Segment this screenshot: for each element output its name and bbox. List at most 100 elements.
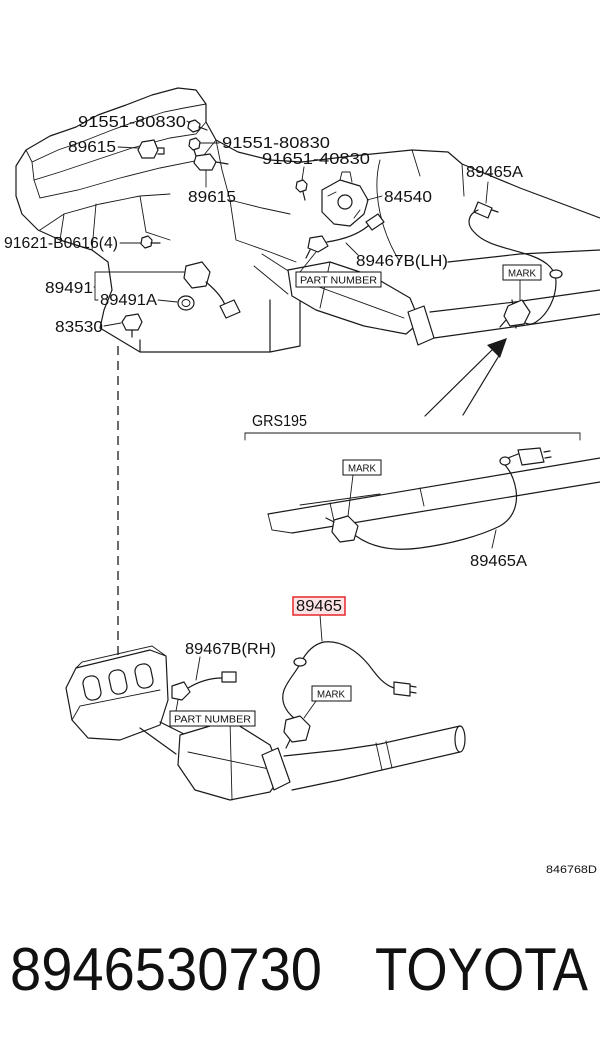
oil-pan-outline [99, 299, 301, 353]
bolt-head-icon [187, 119, 201, 133]
tag-label: PART NUMBER [300, 276, 377, 287]
part-number-tag-top: PART NUMBER [295, 271, 382, 288]
manifold-port [134, 663, 154, 689]
mark-tag-top: MARK [502, 264, 542, 281]
ring-inner [181, 299, 191, 307]
callout-89615-lower[interactable]: 89615 [188, 189, 236, 206]
tunnel-top-edge [267, 457, 600, 515]
callout-84540[interactable]: 84540 [384, 189, 432, 206]
arrow-shaft [424, 346, 501, 417]
wire-grommet [549, 269, 563, 279]
callout-89465a-top[interactable]: 89465A [466, 164, 523, 181]
bolt-91551-80830-right [188, 137, 201, 157]
front-pipe-lh [253, 253, 291, 295]
leader-89465a-top [485, 181, 489, 204]
connector-pin [543, 450, 552, 459]
sensor-body [307, 235, 329, 253]
bolt-head-icon [140, 235, 153, 249]
sensor-connector [517, 447, 545, 466]
catalytic-converter-rh-seam [187, 719, 275, 801]
sensor-connector [221, 671, 237, 683]
sensor-tip [285, 739, 291, 749]
transmission-bottom-edge [447, 249, 600, 263]
ring-outer [177, 295, 195, 311]
callout-89467b-rh[interactable]: 89467B(RH) [185, 641, 276, 658]
oxygen-sensor-89467b-lh [305, 213, 385, 259]
sensor-body [137, 139, 159, 159]
sensor-body [183, 261, 211, 289]
sensor-connector [473, 201, 493, 219]
pipe-end [454, 725, 466, 753]
sensor-89615-left [137, 139, 165, 159]
leader-mark-tag-middle [347, 474, 354, 517]
sensor-tip [499, 319, 507, 328]
sensor-body [171, 681, 191, 701]
tag-label: MARK [348, 464, 376, 475]
callout-89615-left[interactable]: 89615 [68, 139, 116, 156]
sensor-wire [282, 641, 395, 723]
callout-91621-b0616[interactable]: 91621-B0616(4) [4, 235, 118, 252]
sensor-body [331, 515, 359, 543]
sensor-wire [326, 225, 369, 243]
callout-89467b-lh[interactable]: 89467B(LH) [356, 253, 448, 270]
tunnel-detail [267, 487, 425, 534]
oxygen-sensor-89465 [282, 641, 417, 749]
section-label: GRS195 [252, 413, 307, 430]
sensor-wire-end [507, 453, 519, 459]
leader-mark-tag-bottom [303, 700, 317, 719]
bracket-body [321, 179, 369, 227]
exhaust-manifold-rh [65, 649, 169, 741]
callout-91551-80830-top[interactable]: 91551-80830 [78, 114, 186, 131]
footer-part-number: 8946530730 [10, 936, 322, 1003]
oxygen-sensor-89465a-top [468, 201, 563, 328]
part-number-tag-bottom: PART NUMBER [169, 710, 256, 727]
wire-grommet [293, 657, 307, 667]
callout-89491a[interactable]: 89491A [100, 292, 157, 309]
mark-tag-bottom: MARK [311, 685, 352, 702]
callout-89491[interactable]: 89491 [45, 280, 93, 297]
leader-part-number-tag-top [299, 251, 317, 273]
callout-91551-80830-right[interactable]: 91551-80830 [222, 135, 330, 152]
leader-part-number-tag-bottom [175, 699, 179, 712]
bolt-91621-b0616 [140, 235, 161, 249]
tag-label: PART NUMBER [174, 715, 251, 726]
sensor-wire [468, 209, 557, 325]
section-bracket-line [244, 432, 581, 441]
tag-box [502, 264, 542, 281]
bracket-detail [327, 171, 361, 219]
leader-lines-middle [347, 474, 497, 549]
callout-91651-40830[interactable]: 91651-40830 [262, 151, 370, 168]
engine-block-outline [15, 87, 303, 197]
leader-89467b-lh [345, 242, 359, 256]
sensor-body [503, 299, 531, 327]
bolt-91551-80830-top [187, 119, 208, 133]
leader-89465 [319, 614, 323, 642]
exhaust-drawing-rh [65, 645, 466, 801]
sensor-connector [393, 681, 411, 697]
view-arrow [424, 338, 507, 417]
callout-89465a-grs195[interactable]: 89465A [470, 553, 527, 570]
transmission-top-edge [301, 149, 600, 219]
sensor-wire [355, 463, 518, 550]
tag-box [311, 685, 352, 702]
leader-84540 [366, 195, 383, 201]
sensor-body [193, 153, 217, 171]
switch-83530 [121, 313, 143, 338]
sensor-tip [305, 249, 311, 259]
callout-83530[interactable]: 83530 [55, 319, 103, 336]
bolt-shaft [302, 191, 306, 201]
leader-89465a-grs195 [491, 529, 497, 549]
manifold-port [108, 669, 128, 695]
sensor-body [283, 715, 311, 743]
connector-pin [491, 209, 499, 213]
valve-cover-ridge [25, 103, 207, 163]
bolt-91651-40830 [295, 179, 308, 201]
sensor-connector [219, 299, 241, 319]
illustration-code: 846768D [546, 864, 597, 876]
sensor-connector [365, 213, 385, 231]
mark-tag-middle: MARK [342, 459, 382, 476]
connector-pin [409, 685, 417, 694]
leader-89615-left [117, 146, 139, 149]
callout-89465-highlighted[interactable]: 89465 [296, 598, 342, 615]
